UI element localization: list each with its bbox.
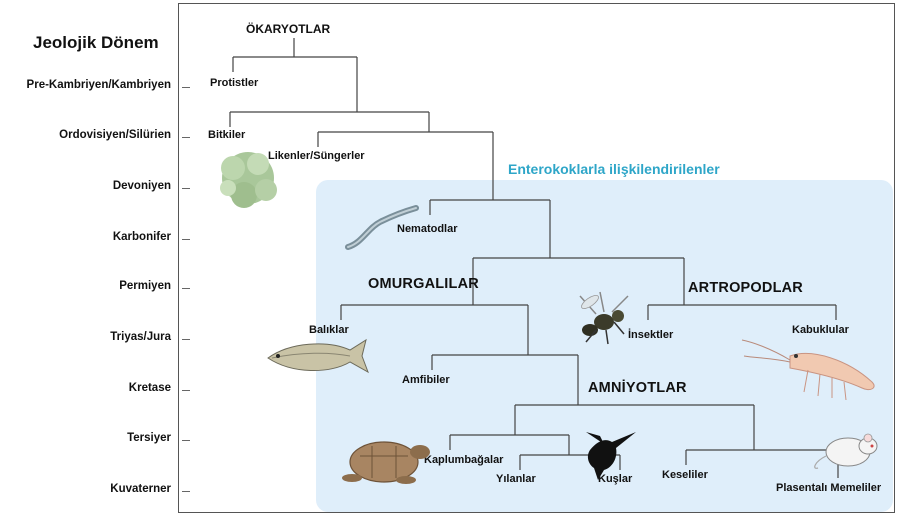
taxon-nematodes: Nematodlar: [397, 223, 458, 235]
taxon-amphibians: Amfibiler: [402, 374, 450, 386]
taxon-crustaceans: Kabuklular: [792, 324, 849, 336]
taxon-snakes: Yılanlar: [496, 473, 536, 485]
taxon-lichens-sponges: Likenler/Süngerler: [268, 150, 365, 162]
group-arthropods: ARTROPODLAR: [688, 280, 803, 296]
root-label: ÖKARYOTLAR: [246, 22, 330, 36]
taxon-turtles: Kaplumbağalar: [424, 454, 503, 466]
group-vertebrates: OMURGALILAR: [368, 276, 479, 292]
taxon-placentals: Plasentalı Memeliler: [776, 482, 881, 494]
highlight-title: Enterokoklarla ilişkilendirilenler: [508, 161, 720, 177]
taxon-plants: Bitkiler: [208, 129, 245, 141]
taxon-insects: İnsektler: [628, 329, 673, 341]
taxon-fish: Balıklar: [309, 324, 349, 336]
taxon-protists: Protistler: [210, 77, 258, 89]
taxon-birds: Kuşlar: [598, 473, 632, 485]
group-amniotes: AMNİYOTLAR: [588, 380, 687, 396]
taxon-marsupials: Keseliler: [662, 469, 708, 481]
